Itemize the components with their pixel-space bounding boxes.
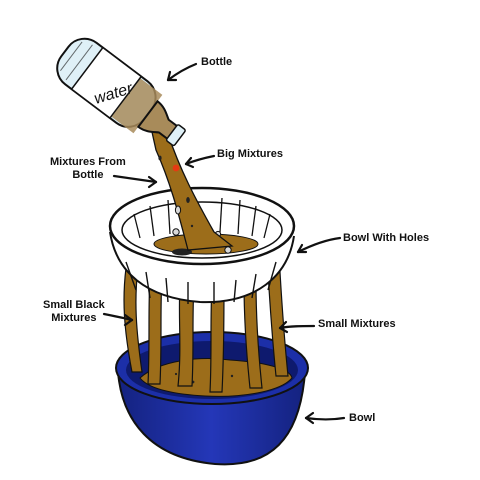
arrow-bowl-with-holes xyxy=(296,236,342,254)
arrow-small-mixtures xyxy=(278,320,316,334)
pouring-stream xyxy=(151,131,234,251)
label-small-black-mixtures-line1: Small Black xyxy=(43,299,105,311)
label-mixtures-from-bottle-line2: Bottle xyxy=(72,169,104,181)
arrow-mixtures-from-bottle xyxy=(112,174,158,189)
label-mixtures-from-bottle: Mixtures From Bottle xyxy=(50,156,126,182)
arrow-bottle xyxy=(166,62,198,82)
arrows xyxy=(102,62,346,425)
label-small-mixtures: Small Mixtures xyxy=(318,318,396,330)
arrow-big-mixtures xyxy=(184,154,216,169)
label-bowl-with-holes: Bowl With Holes xyxy=(343,232,430,244)
label-big-mixtures: Big Mixtures xyxy=(217,148,284,160)
label-small-black-mixtures-line2: Mixtures xyxy=(51,312,97,324)
bottle xyxy=(56,37,186,147)
label-bottle: Bottle xyxy=(201,56,233,68)
arrow-bowl xyxy=(304,411,346,425)
label-mixtures-from-bottle-line1: Mixtures From xyxy=(50,156,126,168)
label-small-black-mixtures: Small Black Mixtures xyxy=(43,299,105,325)
arrow-small-black-mixtures xyxy=(102,312,134,327)
label-bowl: Bowl xyxy=(349,412,376,424)
mixture-streams xyxy=(123,267,289,393)
